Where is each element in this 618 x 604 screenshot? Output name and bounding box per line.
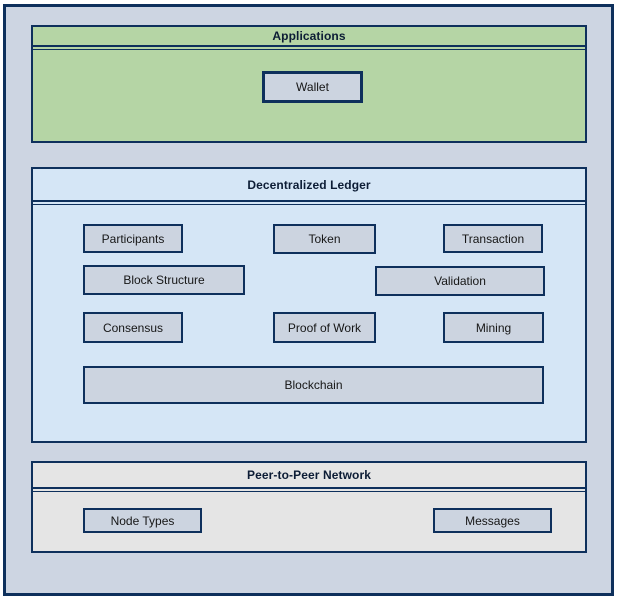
node-proof-of-work: Proof of Work — [273, 312, 376, 343]
node-block-structure: Block Structure — [83, 265, 245, 295]
layer-decentralized-ledger: Decentralized Ledger Participants Token … — [31, 167, 587, 443]
layer-applications: Applications Wallet — [31, 25, 587, 143]
node-validation: Validation — [375, 266, 545, 296]
node-participants: Participants — [83, 224, 183, 253]
node-wallet: Wallet — [262, 71, 363, 103]
layer-decentralized-ledger-divider — [33, 204, 585, 205]
diagram-canvas: Applications Wallet Decentralized Ledger… — [3, 4, 614, 596]
node-blockchain: Blockchain — [83, 366, 544, 404]
layer-peer-to-peer-network: Peer-to-Peer Network Node Types Messages — [31, 461, 587, 553]
layer-applications-divider — [33, 49, 585, 50]
layer-applications-title: Applications — [33, 27, 585, 47]
node-consensus: Consensus — [83, 312, 183, 343]
layer-peer-to-peer-network-title: Peer-to-Peer Network — [33, 463, 585, 489]
node-transaction: Transaction — [443, 224, 543, 253]
node-token: Token — [273, 224, 376, 254]
node-node-types: Node Types — [83, 508, 202, 533]
layer-peer-to-peer-network-divider — [33, 491, 585, 492]
node-messages: Messages — [433, 508, 552, 533]
node-mining: Mining — [443, 312, 544, 343]
layer-decentralized-ledger-title: Decentralized Ledger — [33, 169, 585, 202]
